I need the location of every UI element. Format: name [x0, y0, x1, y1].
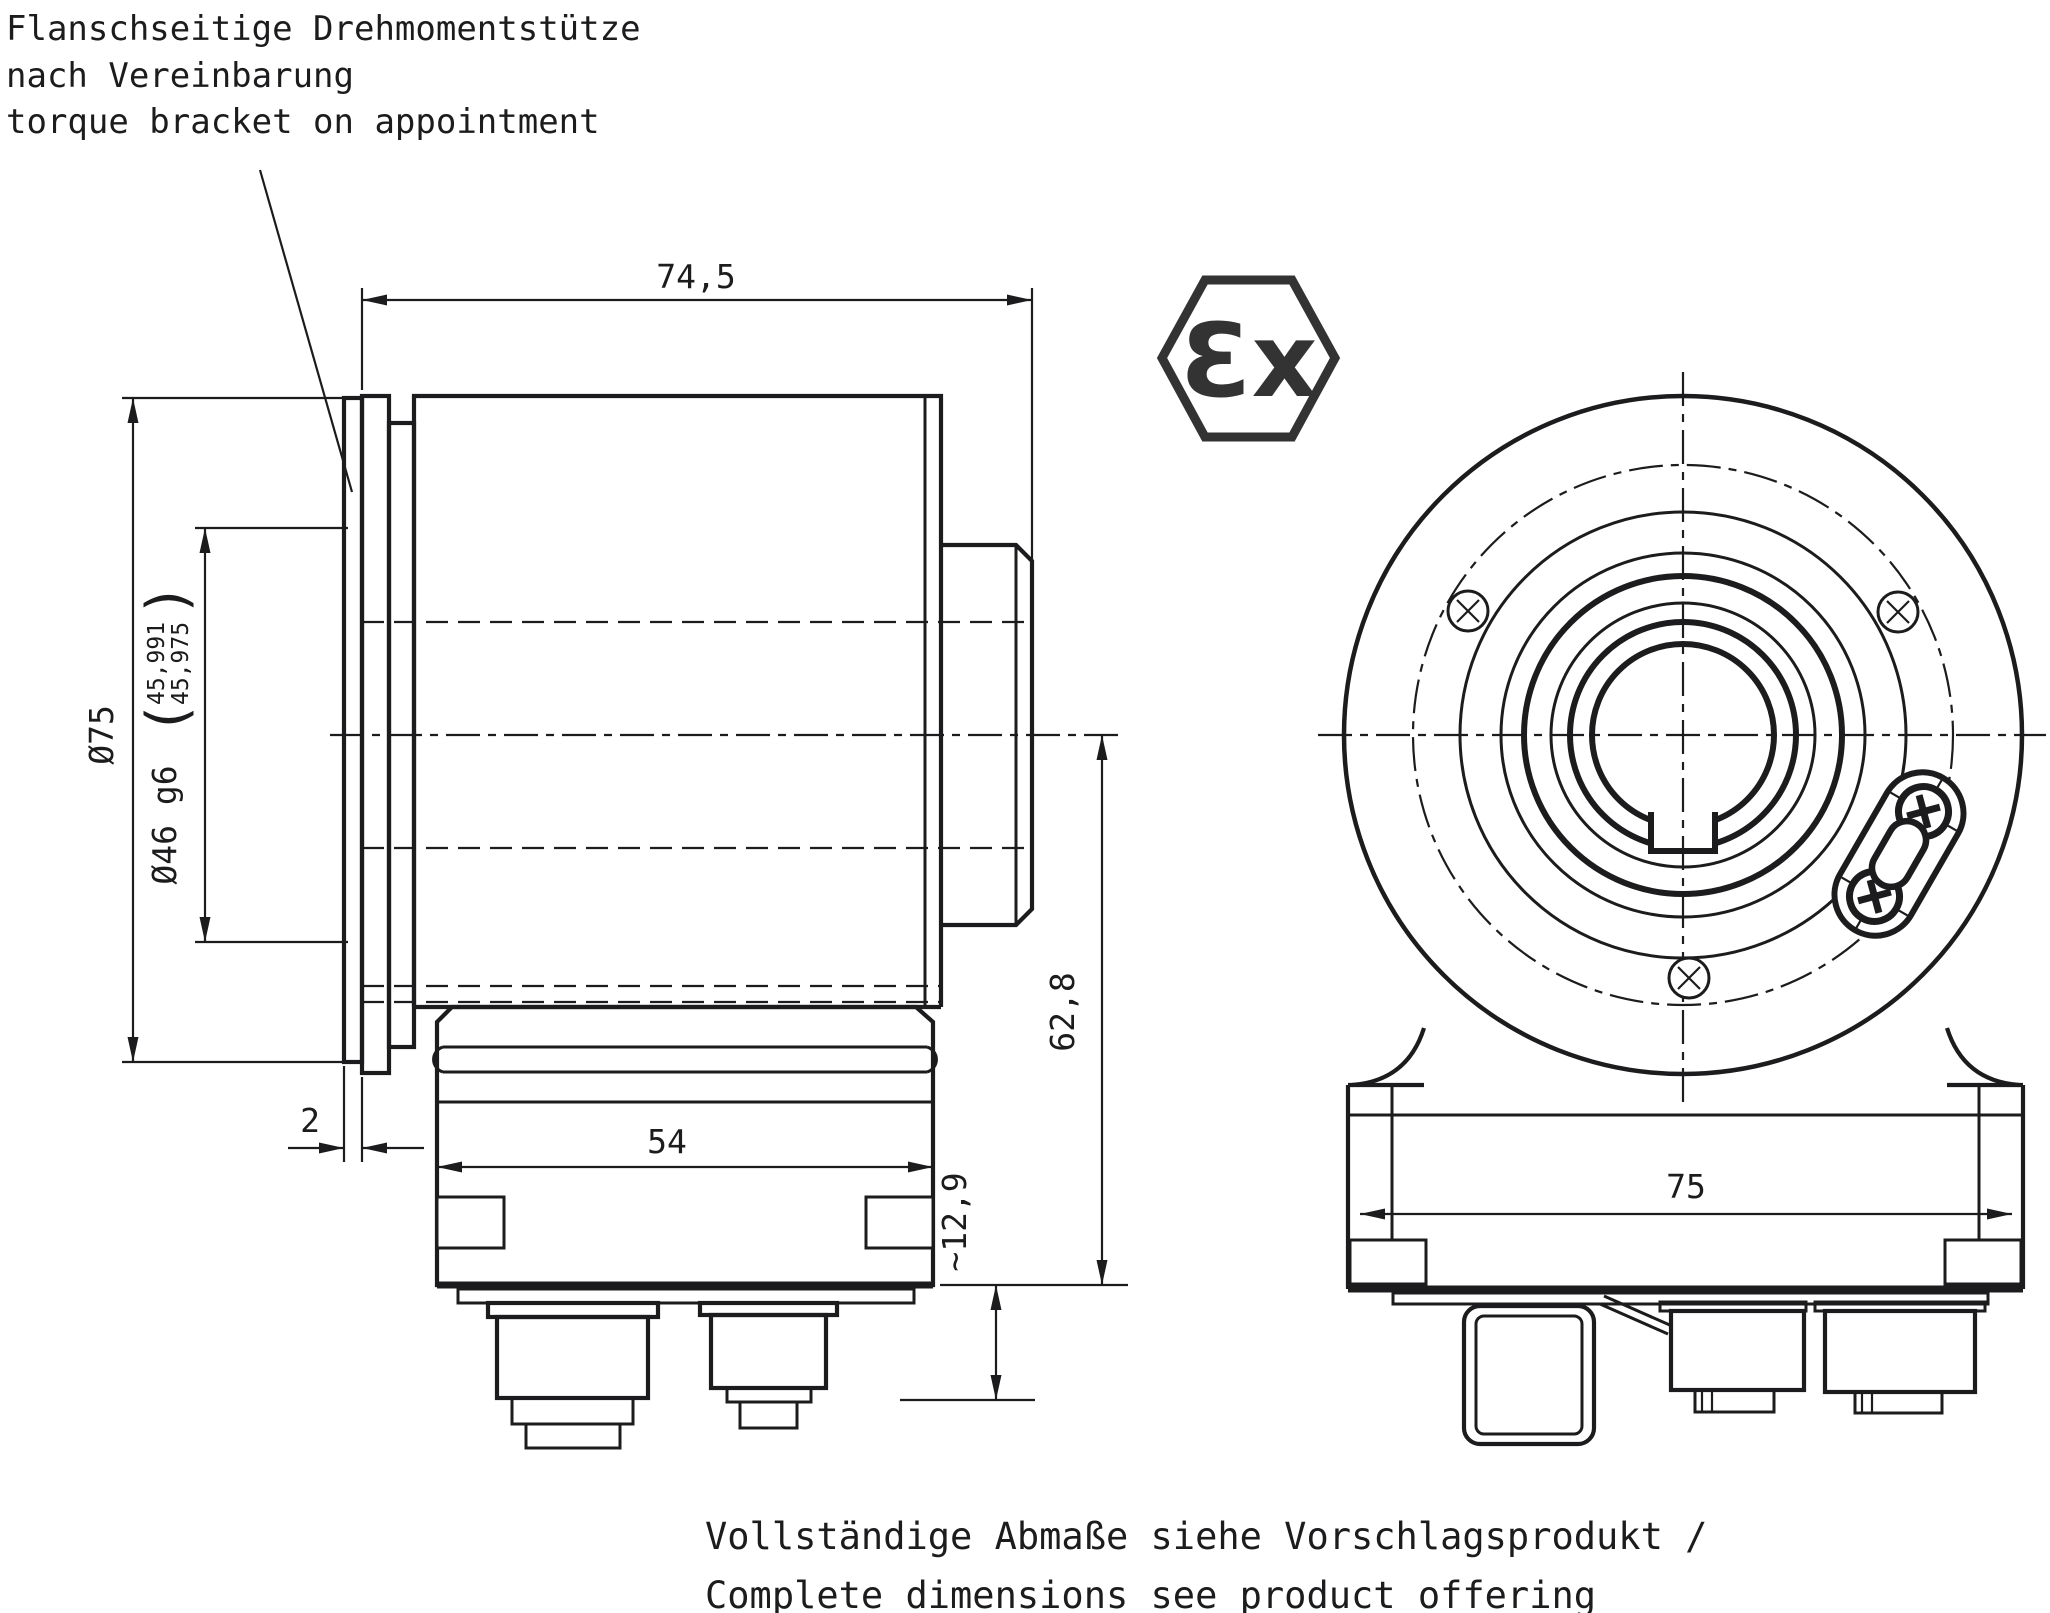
- footer-line-2: Complete dimensions see product offering: [705, 1574, 1596, 1613]
- dim-text-base-width: 75: [1666, 1167, 1706, 1206]
- note-line-1: Flanschseitige Drehmomentstütze: [6, 9, 641, 49]
- phillips-cross-icon: [1857, 879, 1892, 914]
- screw-top-right: [1876, 590, 1920, 634]
- encoder-body-outline: [411, 393, 944, 1007]
- connector-body: [494, 1314, 651, 1401]
- latch-notch-left: [435, 1195, 506, 1250]
- connector-tip: [738, 1400, 799, 1430]
- dimension-2: 2: [288, 1066, 424, 1162]
- bolt-circle: [1411, 463, 1955, 1007]
- dimension-dia46: Ø46 g6 ( 45,991 45,975 ): [135, 526, 348, 944]
- connector-foot: [1853, 1390, 1944, 1415]
- dimension-12-9: ~12,9: [900, 1172, 1035, 1402]
- connector-foot: [1693, 1388, 1776, 1414]
- leader-note: Flanschseitige Drehmomentstütze nach Ver…: [6, 9, 641, 493]
- dimension-62-8: 62,8: [940, 735, 1128, 1287]
- dimension-74-5: 74,5: [360, 257, 1034, 560]
- housing-bottom-plate: [456, 1287, 916, 1305]
- tolerance-lower: 45,975: [168, 622, 194, 705]
- side-view: [330, 393, 1125, 1450]
- connector-body: [708, 1312, 829, 1391]
- dim-text-axis-to-bottom: 62,8: [1043, 972, 1082, 1051]
- connection-housing: [432, 1004, 938, 1305]
- cable-gland: [1831, 769, 1967, 939]
- phillips-cross-icon: [1677, 966, 1701, 990]
- ear-notch-left: [1348, 1238, 1428, 1286]
- dim-text-hub-diameter: Ø46 g6: [145, 765, 184, 884]
- connector-foot-ticks: [1860, 1392, 1874, 1413]
- phillips-cross-icon: [1886, 600, 1910, 624]
- dimension-dia75: Ø75: [82, 396, 350, 1064]
- atex-label: Ɛx: [1181, 302, 1318, 421]
- connector-body: [1461, 1303, 1597, 1447]
- dim-text-housing-width: 54: [647, 1122, 687, 1161]
- phillips-cross-icon: [1456, 599, 1480, 623]
- oring-groove: [432, 1045, 938, 1074]
- atex-ex-icon: Ɛx: [1156, 275, 1341, 442]
- connector-foot-ticks: [1700, 1390, 1714, 1412]
- base-sides: [1345, 1085, 2026, 1289]
- front-base: [1345, 1027, 2026, 1306]
- note-line-3: torque bracket on appointment: [6, 102, 600, 142]
- screw-bottom: [1667, 956, 1711, 1000]
- dim-text-bracket-thickness: 2: [300, 1101, 320, 1140]
- torque-bracket-plate: [341, 395, 365, 1065]
- front-connector-left: [1455, 1302, 1603, 1447]
- tolerance-paren-open: (: [135, 701, 200, 735]
- ear-notch-right: [1943, 1238, 2023, 1286]
- atex-hexagon: [1156, 275, 1341, 442]
- front-connector-middle: [1599, 1294, 1808, 1414]
- base-bottom-plate: [1391, 1291, 1990, 1306]
- tolerance-paren-close: ): [135, 583, 200, 617]
- front-connector-right: [1813, 1300, 1987, 1415]
- footer-note: Vollständige Abmaße siehe Vorschlagsprod…: [705, 1515, 1707, 1613]
- side-connector-right: [697, 1300, 840, 1430]
- dimension-54: 54: [437, 1122, 933, 1173]
- footer-line-1: Vollständige Abmaße siehe Vorschlagsprod…: [705, 1515, 1707, 1558]
- connector-step: [510, 1396, 635, 1426]
- connector-tip: [524, 1422, 622, 1450]
- dim-text-hub: Ø46 g6 ( 45,991 45,975 ): [135, 583, 200, 884]
- screw-top-left: [1446, 589, 1490, 633]
- gland-capsule: [1868, 817, 1930, 891]
- shoulder-left: [1351, 1027, 1427, 1088]
- leader-line: [258, 169, 354, 493]
- connector-body: [1822, 1308, 1978, 1395]
- dim-text-overall-depth: 74,5: [656, 257, 735, 296]
- dimension-75: 75: [1360, 1167, 2012, 1220]
- latch-notch-right: [864, 1195, 935, 1250]
- connector-inner: [1474, 1314, 1584, 1436]
- front-view: 75: [1318, 372, 2046, 1447]
- dim-text-flange-diameter: Ø75: [82, 705, 121, 765]
- connector-body: [1668, 1308, 1807, 1393]
- shoulder-right: [1944, 1027, 2020, 1088]
- side-connector-left: [485, 1300, 661, 1450]
- dim-text-connector-height: ~12,9: [935, 1172, 974, 1271]
- cable-line: [1599, 1294, 1673, 1336]
- tolerance-upper: 45,991: [144, 622, 170, 705]
- phillips-cross-icon: [1906, 794, 1941, 829]
- note-line-2: nach Vereinbarung: [6, 56, 354, 96]
